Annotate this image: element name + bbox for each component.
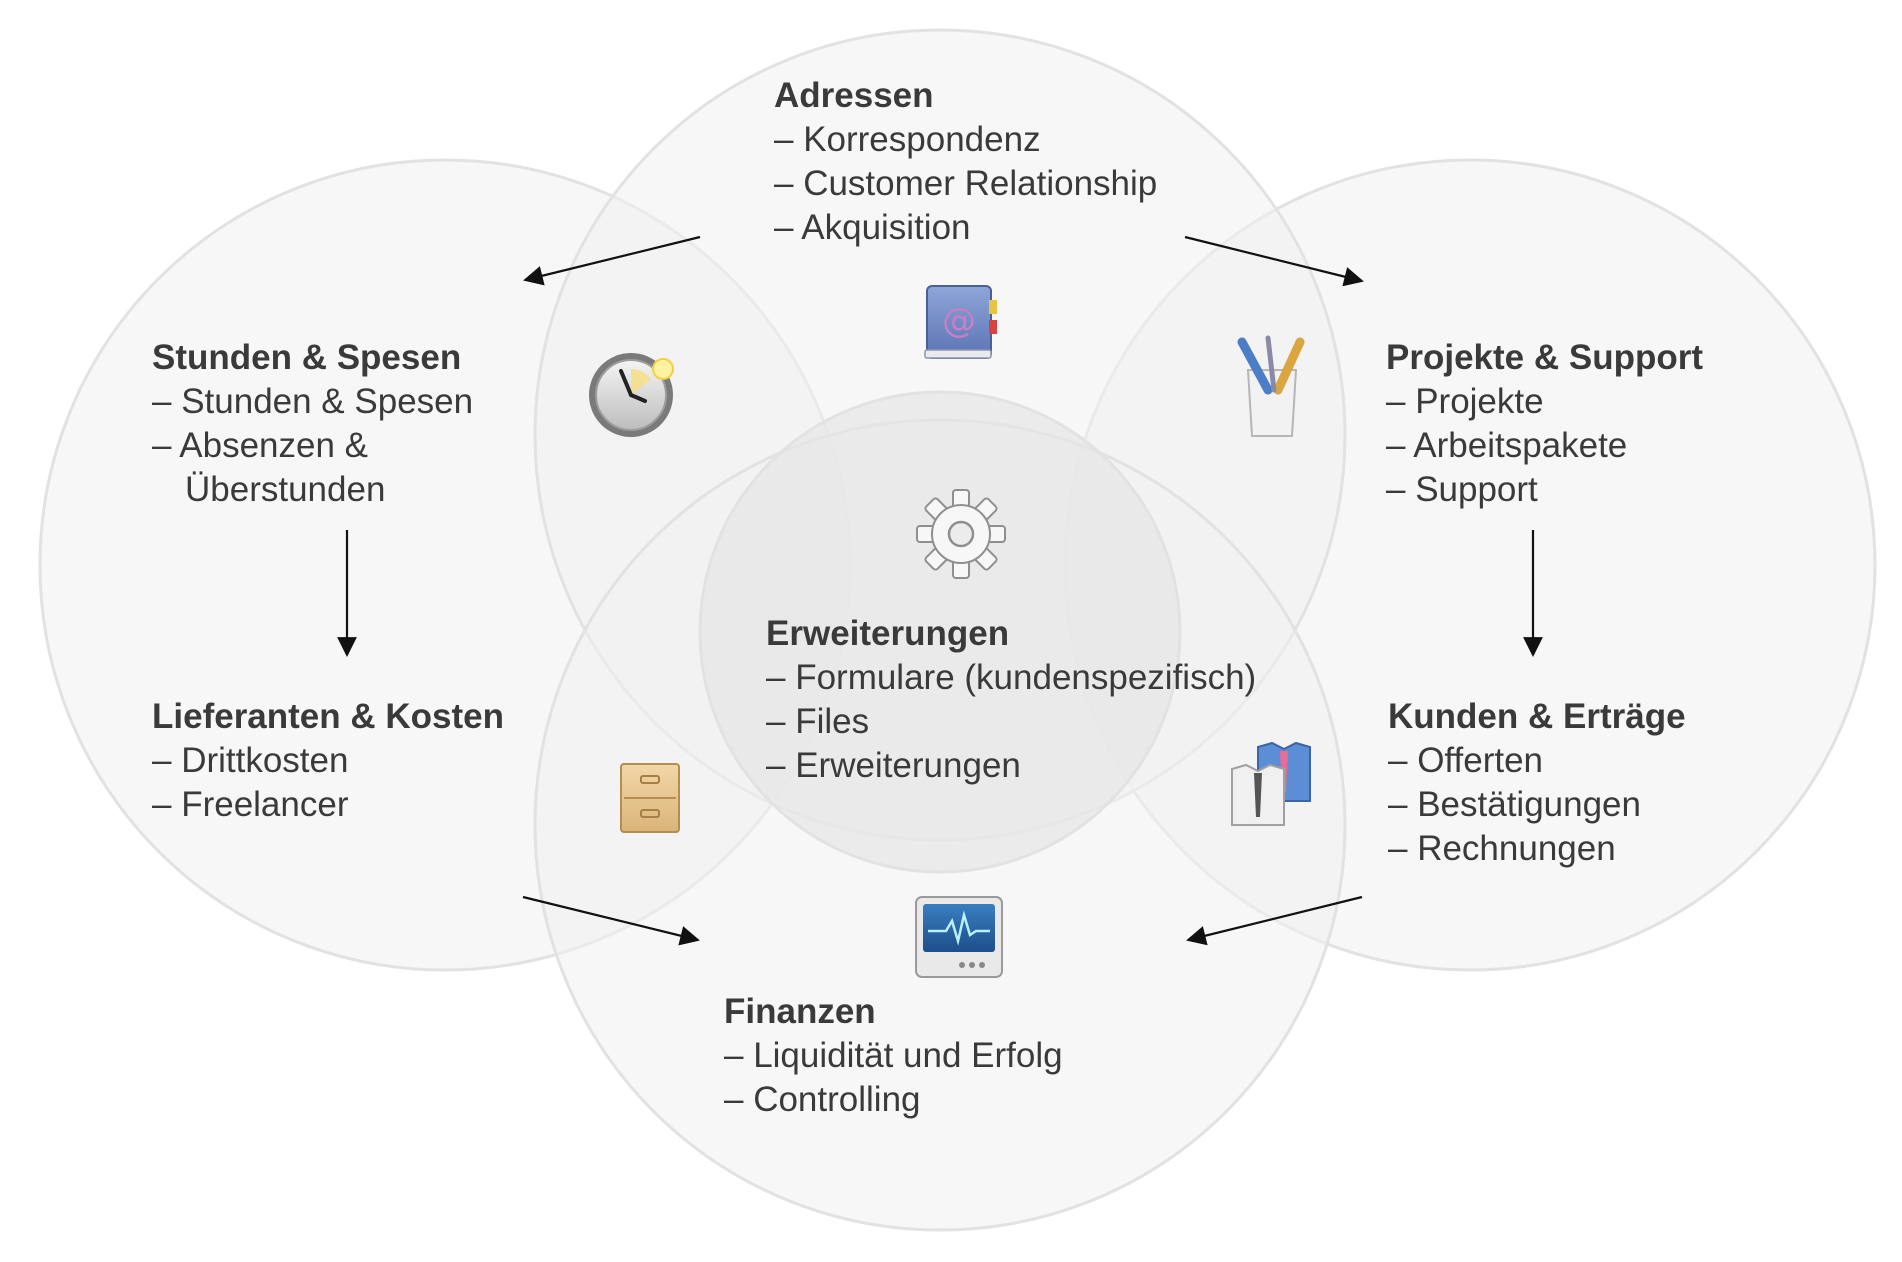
module-item: – Freelancer — [152, 785, 349, 824]
module-item: – Liquidität und Erfolg — [724, 1036, 1063, 1075]
module-item: – Controlling — [724, 1080, 921, 1119]
module-item: – Korrespondenz — [774, 120, 1041, 159]
gear-icon — [916, 489, 1006, 579]
monitor-icon — [915, 896, 1003, 978]
pencil-cup-icon — [1237, 335, 1305, 437]
module-adressen: Adressen – Korrespondenz – Customer Rela… — [774, 74, 1157, 250]
module-item: – Erweiterungen — [766, 746, 1021, 785]
module-item: – Arbeitspakete — [1386, 426, 1628, 465]
module-item: – Absenzen & — [152, 426, 368, 465]
module-item: – Stunden & Spesen — [152, 382, 474, 421]
module-lieferanten: Lieferanten & Kosten – Drittkosten – Fre… — [152, 695, 504, 827]
module-title: Finanzen — [724, 992, 876, 1031]
module-projekte: Projekte & Support – Projekte – Arbeitsp… — [1386, 336, 1703, 512]
arrow-lieferanten-to-finanzen — [522, 895, 700, 946]
svg-text:@: @ — [942, 301, 976, 341]
module-title: Kunden & Erträge — [1388, 697, 1686, 736]
module-item: – Formulare (kundenspezifisch) — [766, 658, 1257, 697]
module-item: – Customer Relationship — [774, 164, 1158, 203]
module-title: Erweiterungen — [766, 614, 1010, 653]
arrow-adressen-to-stunden — [523, 235, 701, 286]
module-item: – Projekte — [1386, 382, 1544, 421]
module-item: – Drittkosten — [152, 741, 349, 780]
address-book-icon: @ — [924, 285, 997, 359]
clock-icon — [589, 353, 674, 437]
module-item: – Support — [1386, 470, 1538, 509]
arrow-kunden-to-finanzen — [1186, 895, 1363, 946]
circle-erweiterungen — [698, 390, 1182, 874]
module-finanzen: Finanzen – Liquidität und Erfolg – Contr… — [724, 990, 1063, 1122]
module-title: Lieferanten & Kosten — [152, 697, 504, 736]
module-item: Überstunden — [185, 470, 386, 509]
filing-cabinet-icon — [620, 763, 680, 833]
module-erweiterungen: Erweiterungen – Formulare (kundenspezifi… — [766, 612, 1256, 788]
module-item: – Akquisition — [774, 208, 971, 247]
arrow-adressen-to-projekte — [1184, 235, 1364, 287]
module-item: – Offerten — [1388, 741, 1544, 780]
module-item: – Bestätigungen — [1388, 785, 1641, 824]
module-item: – Files — [766, 702, 870, 741]
module-stunden: Stunden & Spesen – Stunden & Spesen – Ab… — [152, 336, 473, 512]
module-title: Adressen — [774, 76, 934, 115]
module-kunden: Kunden & Erträge – Offerten – Bestätigun… — [1388, 695, 1686, 871]
module-title: Stunden & Spesen — [152, 338, 462, 377]
shirts-icon — [1231, 741, 1311, 826]
module-item: – Rechnungen — [1388, 829, 1616, 868]
module-title: Projekte & Support — [1386, 338, 1703, 377]
